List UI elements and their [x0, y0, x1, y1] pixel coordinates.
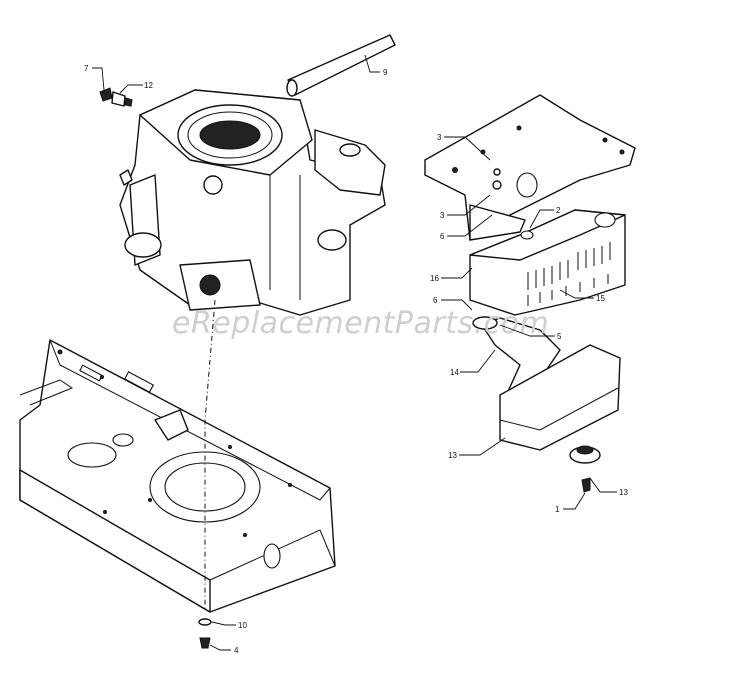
- alignment-line: [204, 299, 216, 610]
- parts-7-12: [99, 87, 133, 107]
- parts-4-10: [198, 618, 212, 649]
- callout-5: 5: [557, 332, 562, 341]
- watermark: eReplacementParts.com: [172, 306, 549, 341]
- frame-chassis: [19, 339, 336, 613]
- muffler: [499, 344, 621, 493]
- callout-7: 7: [84, 64, 89, 73]
- callout-2: 2: [556, 206, 561, 215]
- muffler-guard: [469, 209, 626, 316]
- callout-4: 4: [234, 646, 239, 655]
- callout-13: 13: [619, 488, 628, 497]
- callout-3-lower: 3: [440, 211, 445, 220]
- callout-6-lower: 6: [433, 296, 438, 305]
- callout-1: 1: [555, 505, 560, 514]
- callout-9: 9: [383, 68, 388, 77]
- heat-shield-bracket: [424, 94, 636, 241]
- callout-10: 10: [238, 621, 247, 630]
- callout-12: 12: [144, 81, 153, 90]
- callout-15: 14: [450, 368, 459, 377]
- callout-6-upper: 6: [440, 232, 445, 241]
- callout-labels: 7 12 9 3 3 6 2 16 6 15 5 14 13 13 1 10 4: [84, 64, 628, 655]
- callout-16: 15: [596, 294, 605, 303]
- callout-17: 16: [430, 274, 439, 283]
- callout-3-top: 3: [437, 133, 442, 142]
- engine: [119, 89, 386, 316]
- callout-14: 13: [448, 451, 457, 460]
- leader-lines: [92, 54, 617, 651]
- exhaust-pipe: [472, 316, 561, 401]
- part-9-channel: [286, 34, 396, 97]
